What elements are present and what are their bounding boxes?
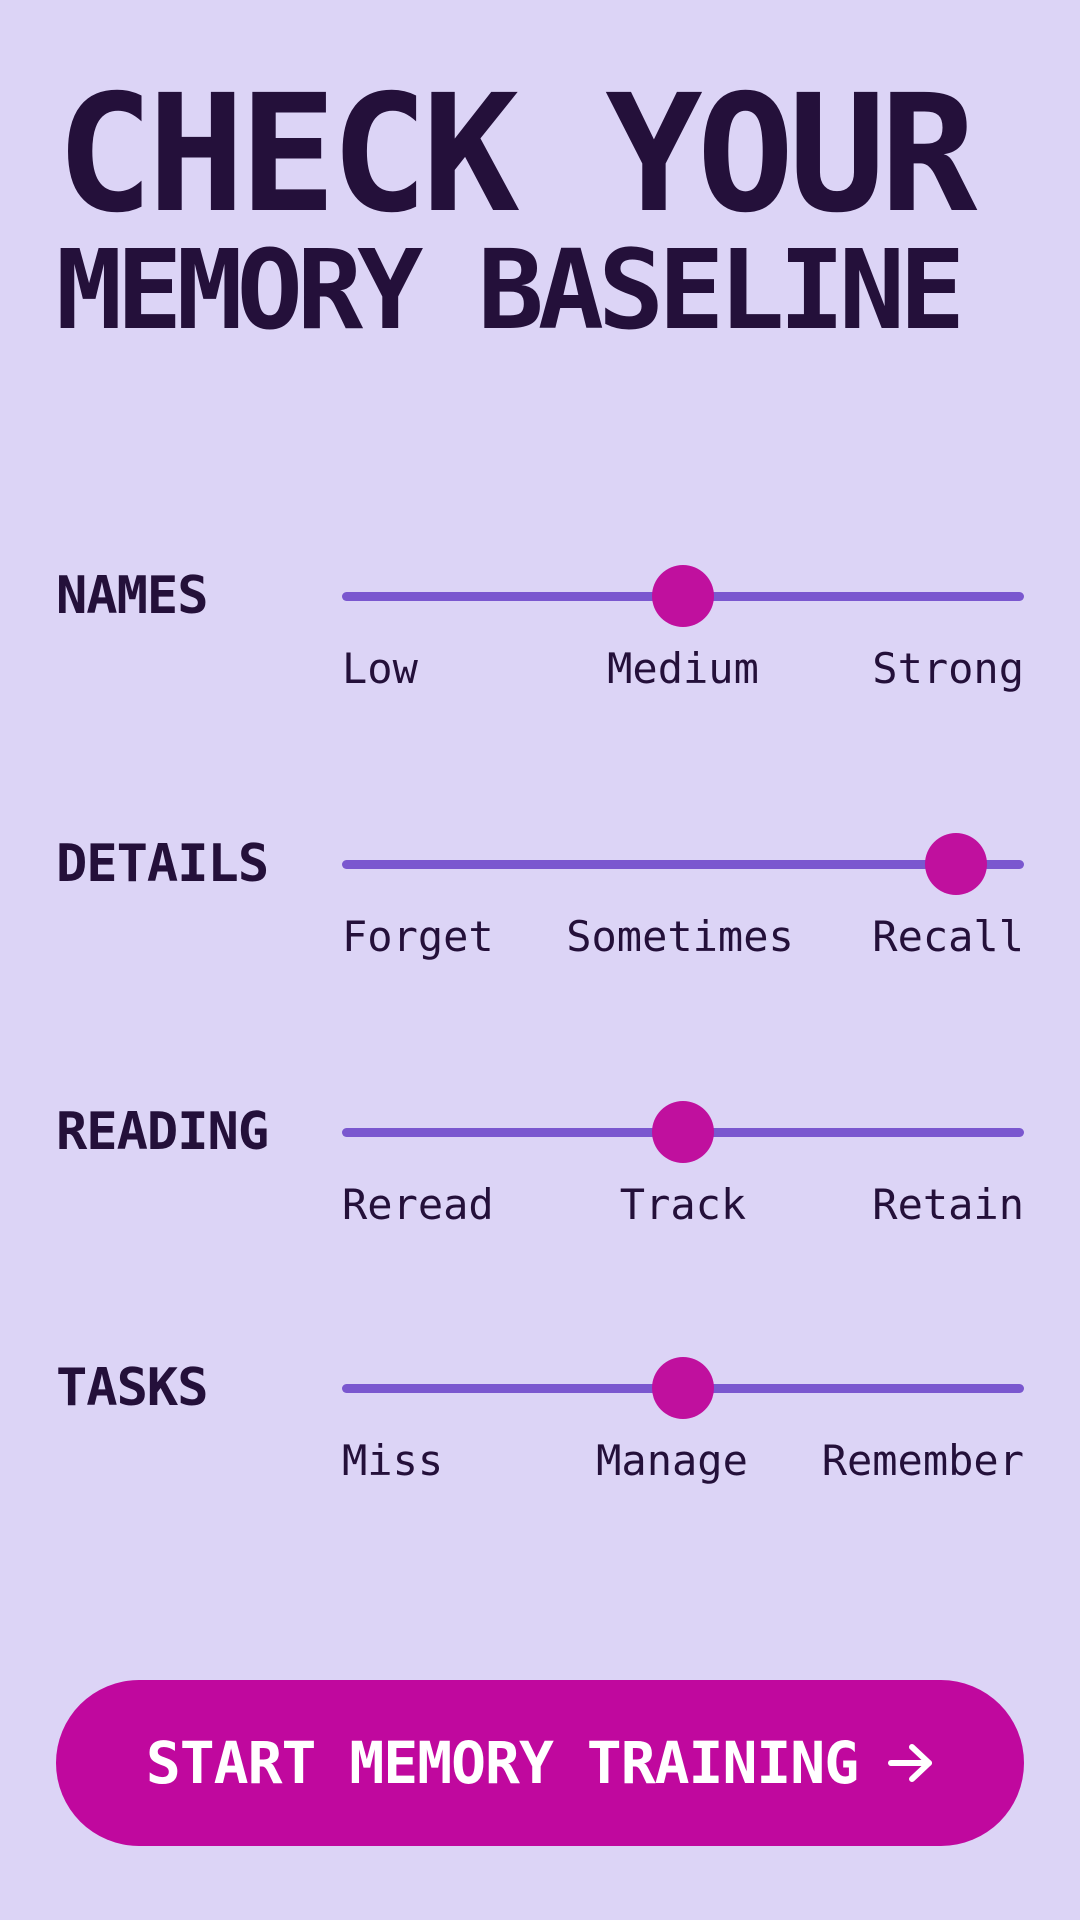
slider-row-names: NAMES Low Medium Strong	[0, 565, 1080, 766]
tick-label-high: Retain	[872, 1180, 1024, 1229]
slider-track[interactable]	[342, 565, 1024, 627]
tick-label-high: Recall	[872, 912, 1024, 961]
tick-label-low: Forget	[342, 912, 494, 961]
title-line-1: CHECK YOUR	[56, 61, 977, 249]
slider-thumb[interactable]	[652, 1357, 714, 1419]
title-line-2: MEMORY BASELINE	[56, 226, 965, 354]
start-memory-training-button[interactable]: START MEMORY TRAINING	[56, 1680, 1024, 1846]
slider-thumb[interactable]	[652, 565, 714, 627]
start-button-label: START MEMORY TRAINING	[145, 1729, 859, 1797]
slider-label: READING	[56, 1102, 269, 1162]
slider-row-tasks: TASKS Miss Manage Remember	[0, 1357, 1080, 1558]
tick-label-mid: Track	[619, 1180, 747, 1229]
tick-label-high: Strong	[872, 644, 1024, 693]
tick-label-low: Reread	[342, 1180, 494, 1229]
slider-track[interactable]	[342, 833, 1024, 895]
tick-label-mid: Medium	[607, 644, 759, 693]
slider-track[interactable]	[342, 1357, 1024, 1419]
slider-thumb[interactable]	[924, 833, 987, 895]
slider-label: NAMES	[56, 566, 209, 626]
slider-label: TASKS	[56, 1358, 209, 1418]
tick-label-mid: Manage	[596, 1436, 748, 1485]
tick-label-low: Low	[342, 644, 418, 693]
arrow-right-icon	[888, 1744, 933, 1782]
tick-label-mid: Sometimes	[566, 912, 794, 961]
tick-label-high: Remember	[821, 1436, 1024, 1485]
slider-row-details: DETAILS Forget Sometimes Recall	[0, 833, 1080, 1034]
slider-thumb[interactable]	[652, 1101, 714, 1163]
slider-row-reading: READING Reread Track Retain	[0, 1101, 1080, 1302]
tick-label-low: Miss	[342, 1436, 444, 1485]
slider-track[interactable]	[342, 1101, 1024, 1163]
slider-label: DETAILS	[56, 834, 269, 894]
page-title: CHECK YOUR MEMORY BASELINE	[56, 61, 1036, 354]
